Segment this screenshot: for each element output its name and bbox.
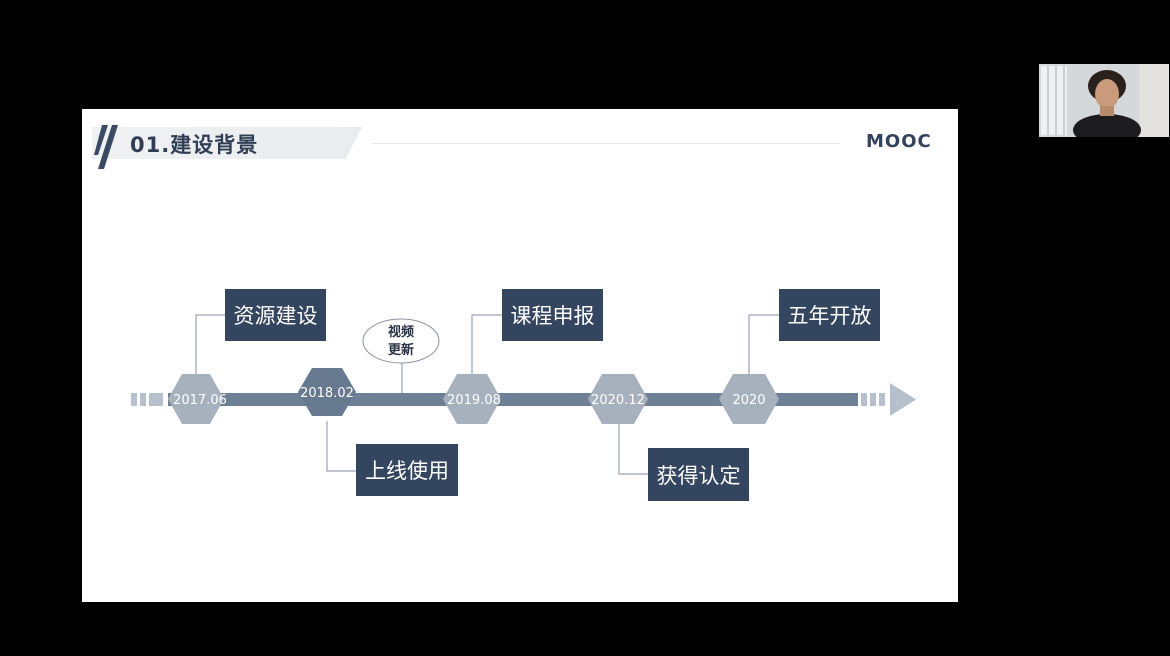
svg-text:更新: 更新	[388, 342, 414, 358]
timeline-tail-dashes	[861, 393, 885, 406]
timeline-node: 2018.02	[298, 368, 356, 416]
timeline-node: 2017.06	[168, 374, 227, 424]
timeline-arrow-icon	[890, 383, 916, 416]
timeline-node: 2020.12	[588, 374, 648, 424]
event-box-certified: 获得认定	[648, 448, 749, 501]
mooc-logo: MOOC	[866, 131, 932, 152]
presenter-video	[1039, 64, 1169, 137]
timeline-lead-dashes	[131, 393, 163, 406]
svg-text:2019.08: 2019.08	[447, 393, 501, 408]
event-box-five-year-open: 五年开放	[779, 289, 880, 341]
connector-lines	[195, 314, 779, 475]
timeline-node: 2020	[719, 374, 779, 424]
title-band	[92, 127, 362, 159]
svg-text:视频: 视频	[388, 324, 414, 340]
video-update-bubble: 视频 更新	[362, 318, 440, 364]
title-stripes-icon	[94, 125, 118, 169]
timeline: 2017.06 2018.02 2019.08 2020.12 2020 视频 …	[131, 314, 916, 475]
svg-text:2017.06: 2017.06	[173, 393, 227, 408]
event-box-resource-build: 资源建设	[225, 289, 326, 341]
svg-text:2020: 2020	[732, 393, 765, 408]
slide-title: 01.建设背景	[130, 133, 259, 157]
svg-text:2018.02: 2018.02	[300, 386, 354, 401]
svg-text:2020.12: 2020.12	[591, 393, 645, 408]
timeline-node: 2019.08	[443, 374, 501, 424]
event-box-online-use: 上线使用	[356, 444, 458, 496]
title-divider	[372, 143, 840, 144]
event-box-course-apply: 课程申报	[502, 289, 603, 341]
presentation-slide: 01.建设背景 MOOC 2017.06	[82, 109, 958, 602]
webcam-thumbnail[interactable]	[1039, 64, 1169, 137]
